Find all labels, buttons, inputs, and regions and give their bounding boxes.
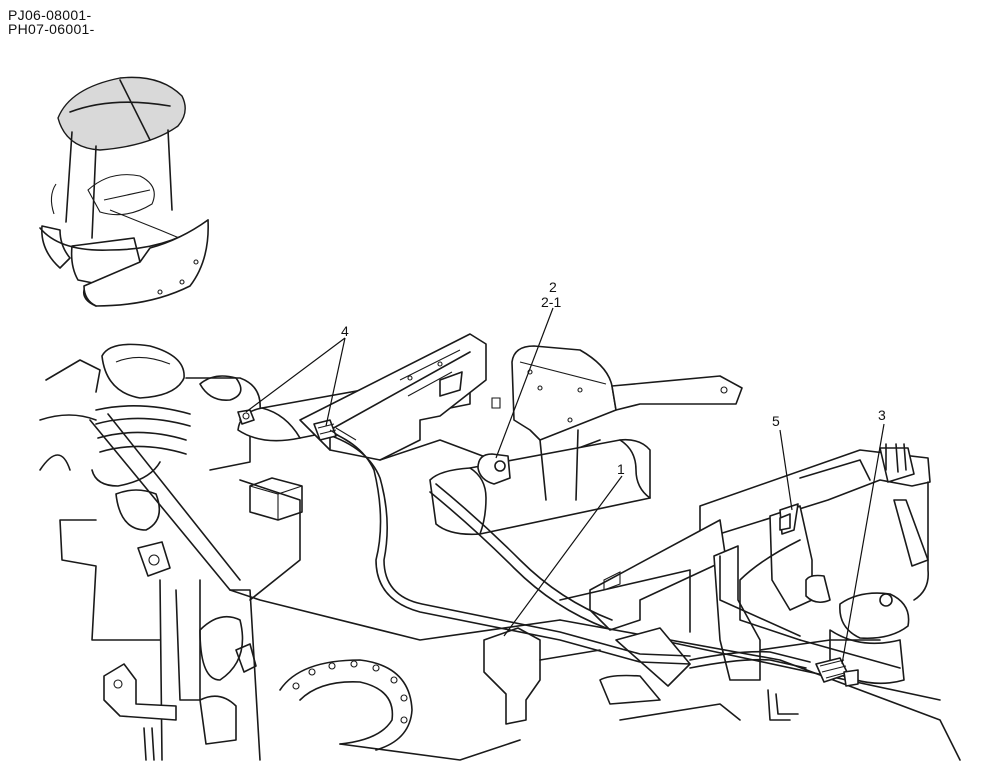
main-frame-drawing [39, 333, 961, 761]
callout-4: 4 [341, 323, 349, 339]
serial-range-line-2: PH07-06001- [8, 21, 95, 37]
serial-range-line-1: PJ06-08001- [8, 7, 92, 23]
fitting-item-3 [815, 657, 859, 687]
leader-lines [245, 307, 885, 665]
callout-1: 1 [617, 461, 625, 477]
machine-overview-inset [39, 76, 209, 307]
callout-5: 5 [772, 413, 780, 429]
callout-2: 2 [549, 279, 557, 295]
callout-2-1: 2-1 [541, 294, 561, 310]
fitting-item-4-upper [237, 409, 255, 425]
callout-3: 3 [878, 407, 886, 423]
fitting-item-4-lower [313, 419, 357, 445]
